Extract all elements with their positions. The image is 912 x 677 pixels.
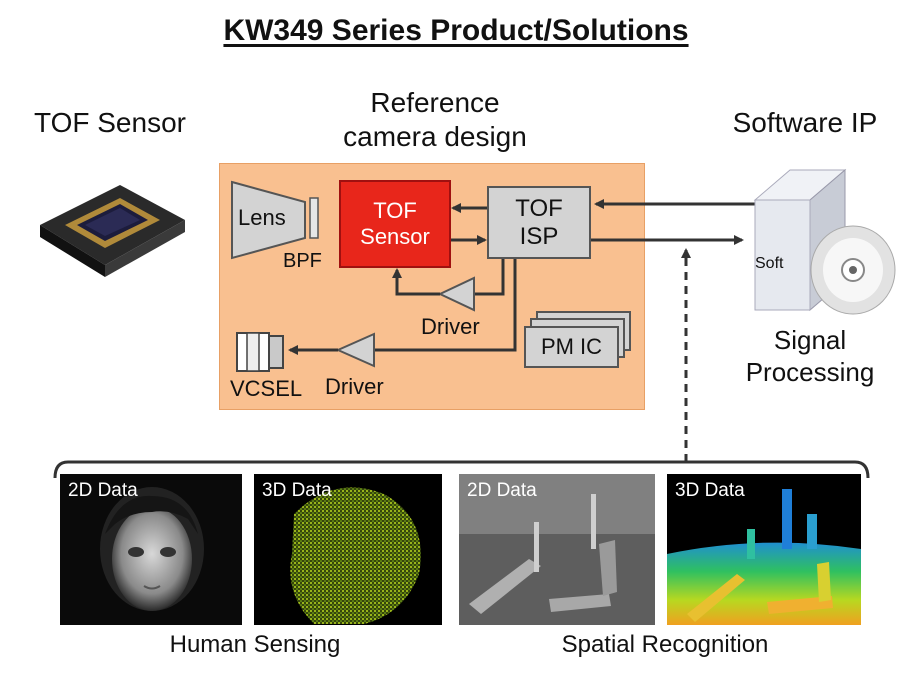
soft-label: Soft	[755, 255, 784, 272]
spatial-2d-data-label: 2D Data	[467, 480, 537, 501]
reference-design-header: Reference camera design	[343, 87, 527, 152]
human-sensing-label: Human Sensing	[169, 631, 341, 658]
tof-sensor-chip-image	[40, 185, 185, 277]
tof-sensor-box: TOF Sensor	[339, 180, 451, 268]
driver-upper-label: Driver	[421, 314, 480, 339]
human-2d-data-image: 2D Data	[60, 474, 242, 625]
spatial-2d-data-image: 2D Data	[459, 474, 655, 625]
spatial-3d-data-image: 3D Data	[667, 474, 861, 625]
spatial-recognition-label: Spatial Recognition	[561, 631, 769, 658]
page-title: KW349 Series Product/Solutions	[223, 14, 689, 47]
software-ip-header: Software IP	[732, 107, 878, 138]
tof-isp-box: TOF ISP	[487, 186, 591, 259]
spatial-3d-data-label: 3D Data	[675, 480, 745, 501]
vcsel-label: VCSEL	[230, 376, 303, 401]
pm-ic-box: PM IC	[524, 326, 619, 368]
human-3d-data-label: 3D Data	[262, 480, 332, 501]
software-ip-image	[753, 168, 896, 315]
tof-sensor-header: TOF Sensor	[34, 107, 186, 138]
human-2d-data-label: 2D Data	[68, 480, 138, 501]
bpf-label: BPF	[283, 250, 322, 272]
human-3d-data-image: 3D Data	[254, 474, 442, 625]
lens-icon	[231, 180, 319, 260]
driver-lower-label: Driver	[325, 374, 384, 399]
signal-processing-label: Signal Processing	[745, 325, 875, 387]
lens-label: Lens	[238, 205, 286, 230]
